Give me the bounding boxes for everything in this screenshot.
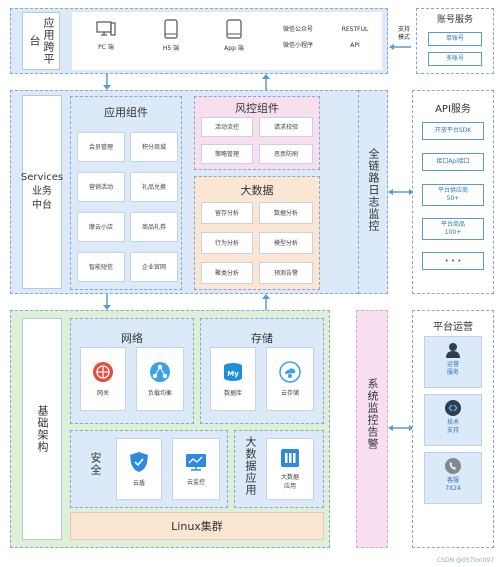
tech-support-card[interactable]: 技术 支持 (424, 394, 482, 446)
api-item[interactable]: 平台商品 100+ (422, 218, 484, 240)
app-component-item[interactable]: 会员管理 (77, 132, 125, 162)
bigdata-app-icon (281, 449, 299, 467)
risk-control-item[interactable]: 恶意防刷 (259, 144, 313, 164)
arrow-bidirectional-icon (388, 425, 414, 431)
cross-platform-label: 应用跨平台 (22, 12, 60, 70)
app-component-item[interactable]: 企业官网 (130, 252, 178, 282)
gateway-card[interactable]: 网关 (80, 347, 126, 411)
tech-support-label: 技术 支持 (446, 419, 459, 434)
account-service-title: 账号服务 (436, 15, 473, 25)
bigdata-title: 大数据 (240, 184, 274, 197)
database-icon: My (224, 362, 242, 381)
app-component-item[interactable]: 礼品兑换 (130, 172, 178, 202)
arrow-bidirectional-icon (388, 189, 414, 195)
load-balance-card[interactable]: 负载均衡 (136, 347, 184, 411)
multi-account-button[interactable]: 多账号 (428, 52, 482, 66)
load-balance-label: 负载均衡 (147, 389, 172, 397)
system-monitor-label: 系统监控告警 (366, 378, 379, 450)
app-component-item[interactable]: 智能短信 (77, 252, 125, 282)
risk-control-item[interactable]: 策略管理 (201, 144, 253, 164)
platform-ops-title: 平台运营 (433, 322, 473, 333)
watermark: CSDN @057lon097 (436, 557, 494, 564)
database-label: 数据库 (223, 389, 242, 397)
business-platform-label: Services 业务 中台 (21, 95, 63, 289)
security-title: 安全 (89, 452, 102, 476)
svg-text:My: My (227, 370, 239, 378)
bigdata-app-title: 大数据应用 (244, 436, 257, 496)
system-monitor-panel (356, 310, 388, 548)
risk-control-item[interactable]: 活动流控 (201, 117, 253, 137)
api-service-title: API服务 (435, 104, 471, 115)
arrow-left-icon (389, 44, 411, 50)
arrow-down-icon (103, 74, 111, 90)
arrow-down-icon (103, 294, 111, 310)
app-component-item[interactable]: 摩云小店 (77, 212, 125, 242)
bigdata-app-card[interactable]: 大数据 应用 (266, 438, 314, 500)
cloud-storage-card[interactable]: 云存储 (266, 347, 314, 411)
infrastructure-label: 基础架构 (22, 318, 62, 540)
customer-service-label: 客服 7X24 (445, 477, 461, 492)
bigdata-item[interactable]: 留存分析 (201, 202, 253, 224)
client-h5: H5 端 (145, 16, 197, 66)
client-app-label: App 端 (224, 45, 244, 52)
database-card[interactable]: My 数据库 (210, 347, 256, 411)
cloud-storage-icon (279, 360, 301, 383)
linux-cluster-bar: Linux集群 (70, 512, 324, 540)
ops-service-card[interactable]: 运营 服务 (424, 336, 482, 388)
api-item[interactable]: 开放平台SDK (422, 122, 484, 140)
client-pc-label: PC 端 (98, 44, 114, 51)
trace-monitor-label: 全链路日志监控 (367, 148, 380, 232)
gateway-icon (93, 361, 113, 382)
gateway-label: 网关 (96, 389, 109, 397)
customer-service-card[interactable]: 客服 7X24 (424, 452, 482, 504)
phone-icon (445, 458, 461, 474)
cloud-storage-label: 云存储 (280, 389, 299, 397)
bigdata-item[interactable]: 数据分析 (259, 202, 313, 224)
client-wechat: 微信公众号 微信小程序 (270, 22, 326, 62)
cloud-shield-label: 云盾 (132, 479, 145, 487)
monitor-chart-icon (186, 453, 206, 471)
app-component-item[interactable]: 营销活动 (77, 172, 125, 202)
api-item[interactable]: 接口Api接口 (422, 153, 484, 171)
support-mode-text: 支持 模式 (397, 26, 410, 41)
cloud-monitor-label: 云监控 (186, 478, 205, 486)
tech-support-icon (445, 400, 461, 416)
cloud-shield-card[interactable]: 云盾 (116, 438, 162, 500)
risk-control-title: 风控组件 (235, 102, 279, 115)
single-account-button[interactable]: 单账号 (428, 32, 482, 46)
arrow-up-icon (262, 74, 270, 90)
client-h5-label: H5 端 (162, 45, 180, 52)
network-title: 网络 (121, 332, 143, 345)
tablet-icon (164, 19, 178, 39)
client-app: App 端 (208, 16, 260, 66)
load-balance-icon (150, 361, 170, 382)
person-icon (446, 343, 460, 358)
trace-monitor-panel (358, 90, 388, 294)
bigdata-app-label: 大数据 应用 (280, 474, 299, 490)
app-component-item[interactable]: 商品礼券 (130, 212, 178, 242)
cloud-monitor-card[interactable]: 云监控 (172, 438, 220, 500)
bigdata-item[interactable]: 行为分析 (201, 232, 253, 254)
arrow-up-icon (262, 294, 270, 310)
client-wechat-label: 微信公众号 微信小程序 (282, 26, 313, 49)
risk-control-item[interactable]: 请求校验 (259, 117, 313, 137)
app-components-title: 应用组件 (104, 106, 148, 119)
api-item-more[interactable]: • • • (422, 252, 484, 270)
client-restful: RESTFUL API (330, 22, 380, 62)
bigdata-item[interactable]: 模型分析 (259, 232, 313, 254)
storage-title: 存储 (251, 332, 273, 345)
bigdata-item[interactable]: 预测告警 (259, 262, 313, 284)
api-item[interactable]: 平台供应商 50+ (422, 184, 484, 206)
tablet-icon (226, 19, 242, 39)
app-component-item[interactable]: 积分商城 (130, 132, 178, 162)
ops-service-label: 运营 服务 (446, 361, 459, 376)
shield-icon (130, 451, 148, 472)
client-restful-label: RESTFUL API (341, 26, 369, 49)
monitor-icon (96, 21, 116, 36)
bigdata-item[interactable]: 聚类分析 (201, 262, 253, 284)
client-pc: PC 端 (80, 16, 132, 66)
